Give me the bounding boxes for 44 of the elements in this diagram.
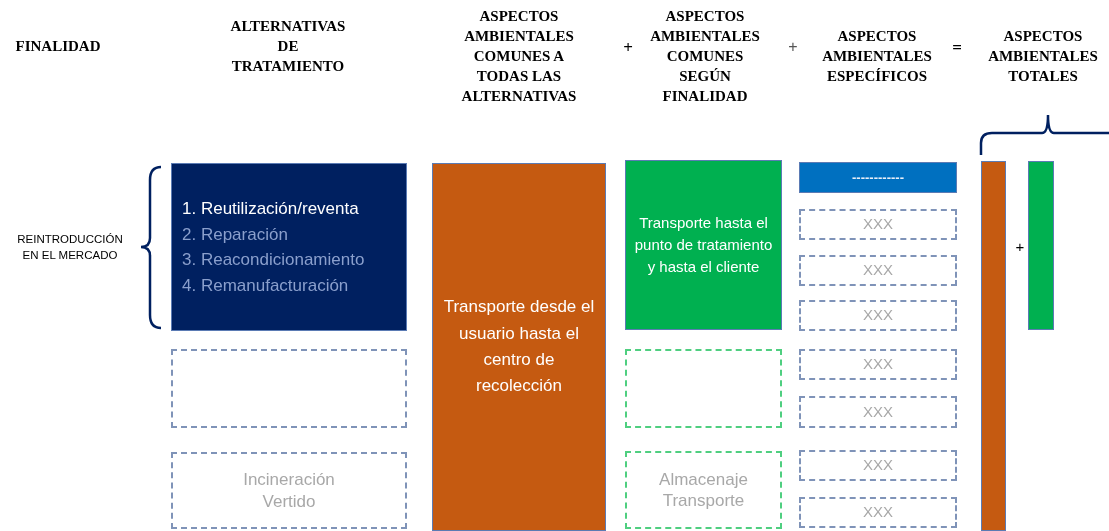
box-text: XXX — [863, 354, 893, 375]
box-text: XXX — [863, 502, 893, 523]
purpose-label: REINTRODUCCIÓN EN EL MERCADO — [16, 232, 124, 263]
list-item: 4. Remanufacturación — [182, 274, 349, 297]
list-item: 3. Reacondicionamiento — [182, 249, 365, 271]
plus-sign: + — [622, 37, 634, 59]
list-item: 2. Reparación — [182, 223, 288, 246]
box-text: Incineración Vertido — [242, 469, 336, 512]
dashed-box — [799, 209, 957, 240]
dashed-box — [171, 452, 407, 529]
box-text: XXX — [863, 401, 893, 422]
box-text: XXX — [863, 455, 893, 476]
empty-dashed-box — [625, 349, 782, 428]
box-text: XXX — [863, 260, 893, 281]
plus-sign: + — [1014, 237, 1026, 257]
column-heading: FINALIDAD — [14, 37, 102, 56]
dashed-box — [799, 450, 957, 481]
list-item: 1. Reutilización/reventa — [182, 198, 359, 220]
box-text: XXX — [863, 214, 893, 235]
transport-box — [625, 160, 782, 330]
dashed-box — [799, 396, 957, 428]
equals-sign: = — [951, 37, 963, 59]
empty-dashed-box — [171, 349, 407, 428]
column-heading: ASPECTOS AMBIENTALES COMUNES A TODAS LAS ALTERNATIVAS — [460, 7, 578, 106]
box-text: Almacenaje Transporte — [658, 468, 749, 512]
column-heading: ASPECTOS AMBIENTALES ESPECÍFICOS — [821, 27, 933, 86]
dashed-box — [799, 300, 957, 331]
box-text: Transporte hasta el punto de tratamiento y hasta el cliente — [633, 213, 774, 277]
plus-sign: + — [787, 37, 799, 57]
box-text: Transporte desde el usuario hasta el centro de recolección — [442, 296, 596, 398]
box-text: ------------ — [852, 168, 904, 187]
dashed-box — [625, 451, 782, 529]
dashed-box — [799, 497, 957, 528]
total-bar — [981, 161, 1006, 531]
column-heading: ALTERNATIVAS DE TRATAMIENTO — [229, 17, 347, 76]
aspect-box — [799, 162, 957, 193]
column-heading: ASPECTOS AMBIENTALES TOTALES — [987, 27, 1099, 86]
dashed-box — [799, 255, 957, 286]
total-bar — [1028, 161, 1054, 330]
column-heading: ASPECTOS AMBIENTALES COMUNES SEGÚN FINALIDAD — [649, 7, 761, 106]
transport-box — [432, 163, 606, 531]
box-text: XXX — [863, 305, 893, 326]
treatment-list-box — [171, 163, 407, 331]
dashed-box — [799, 349, 957, 380]
